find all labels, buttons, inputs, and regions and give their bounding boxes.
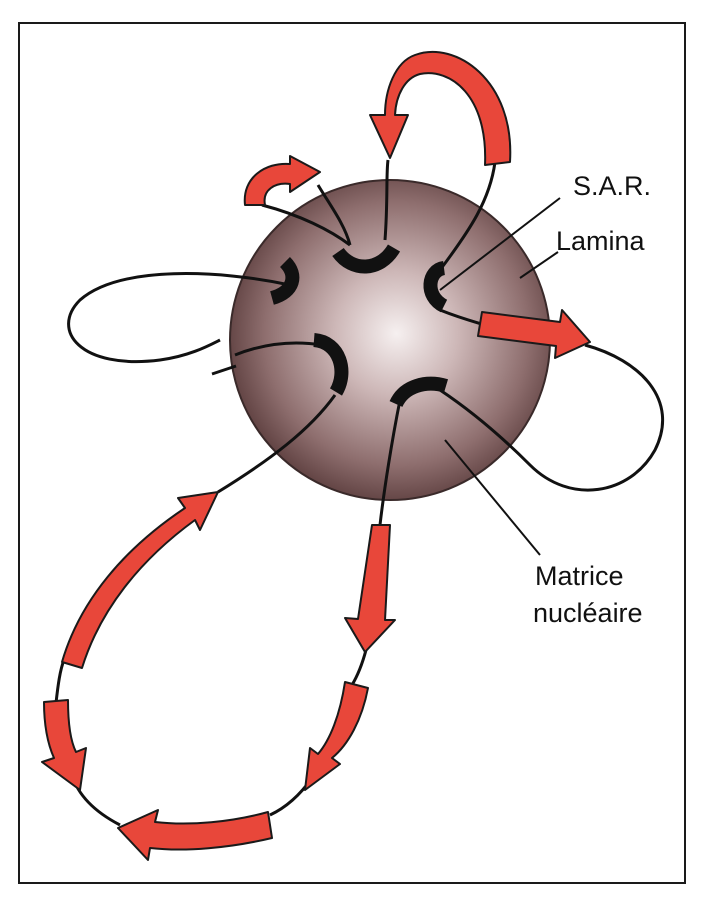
dna-loop-left-end <box>211 364 237 376</box>
arrow-center-down <box>344 524 396 653</box>
dna-loop-top-right <box>438 161 497 271</box>
label-matrix-line1: Matrice <box>535 561 624 591</box>
matrix-leader <box>444 439 541 556</box>
arrow-right <box>477 309 591 359</box>
sar-anchor-lower <box>389 376 449 408</box>
dna-loop-top <box>383 159 390 241</box>
dna-loop-small-left <box>261 203 351 247</box>
sar-leader <box>439 197 561 291</box>
sar-anchor-right <box>423 261 448 313</box>
sar-anchor-center <box>312 333 349 396</box>
red-arrows <box>41 50 591 861</box>
sar-anchors <box>269 243 449 408</box>
label-sar: S.A.R. <box>573 171 651 201</box>
dna-loops <box>54 159 665 827</box>
arrow-lower-left <box>61 491 219 669</box>
dna-loop-right-outer <box>439 343 665 492</box>
arrow-bottom <box>117 809 273 861</box>
sar-anchor-left <box>269 257 300 305</box>
dna-loop-lower-center <box>378 399 402 526</box>
dna-loop-small-right <box>316 184 352 246</box>
sar-anchor-top <box>332 243 401 274</box>
lamina-leader <box>519 251 559 279</box>
arrow-right-lower <box>304 681 369 791</box>
arrow-top-left-curve <box>243 155 321 206</box>
dna-loop-left-inner <box>234 341 323 357</box>
label-matrix-line2: nucléaire <box>533 598 643 628</box>
dna-loop-left-segment <box>54 659 66 704</box>
dna-loop-bottom-right <box>350 649 368 686</box>
arrow-left-lower <box>41 699 87 791</box>
dna-loop-lower-left <box>217 394 337 494</box>
arrow-top-curve <box>369 50 512 166</box>
label-lamina: Lamina <box>556 226 646 256</box>
dna-loop-left <box>67 272 291 363</box>
leader-lines <box>439 197 561 556</box>
